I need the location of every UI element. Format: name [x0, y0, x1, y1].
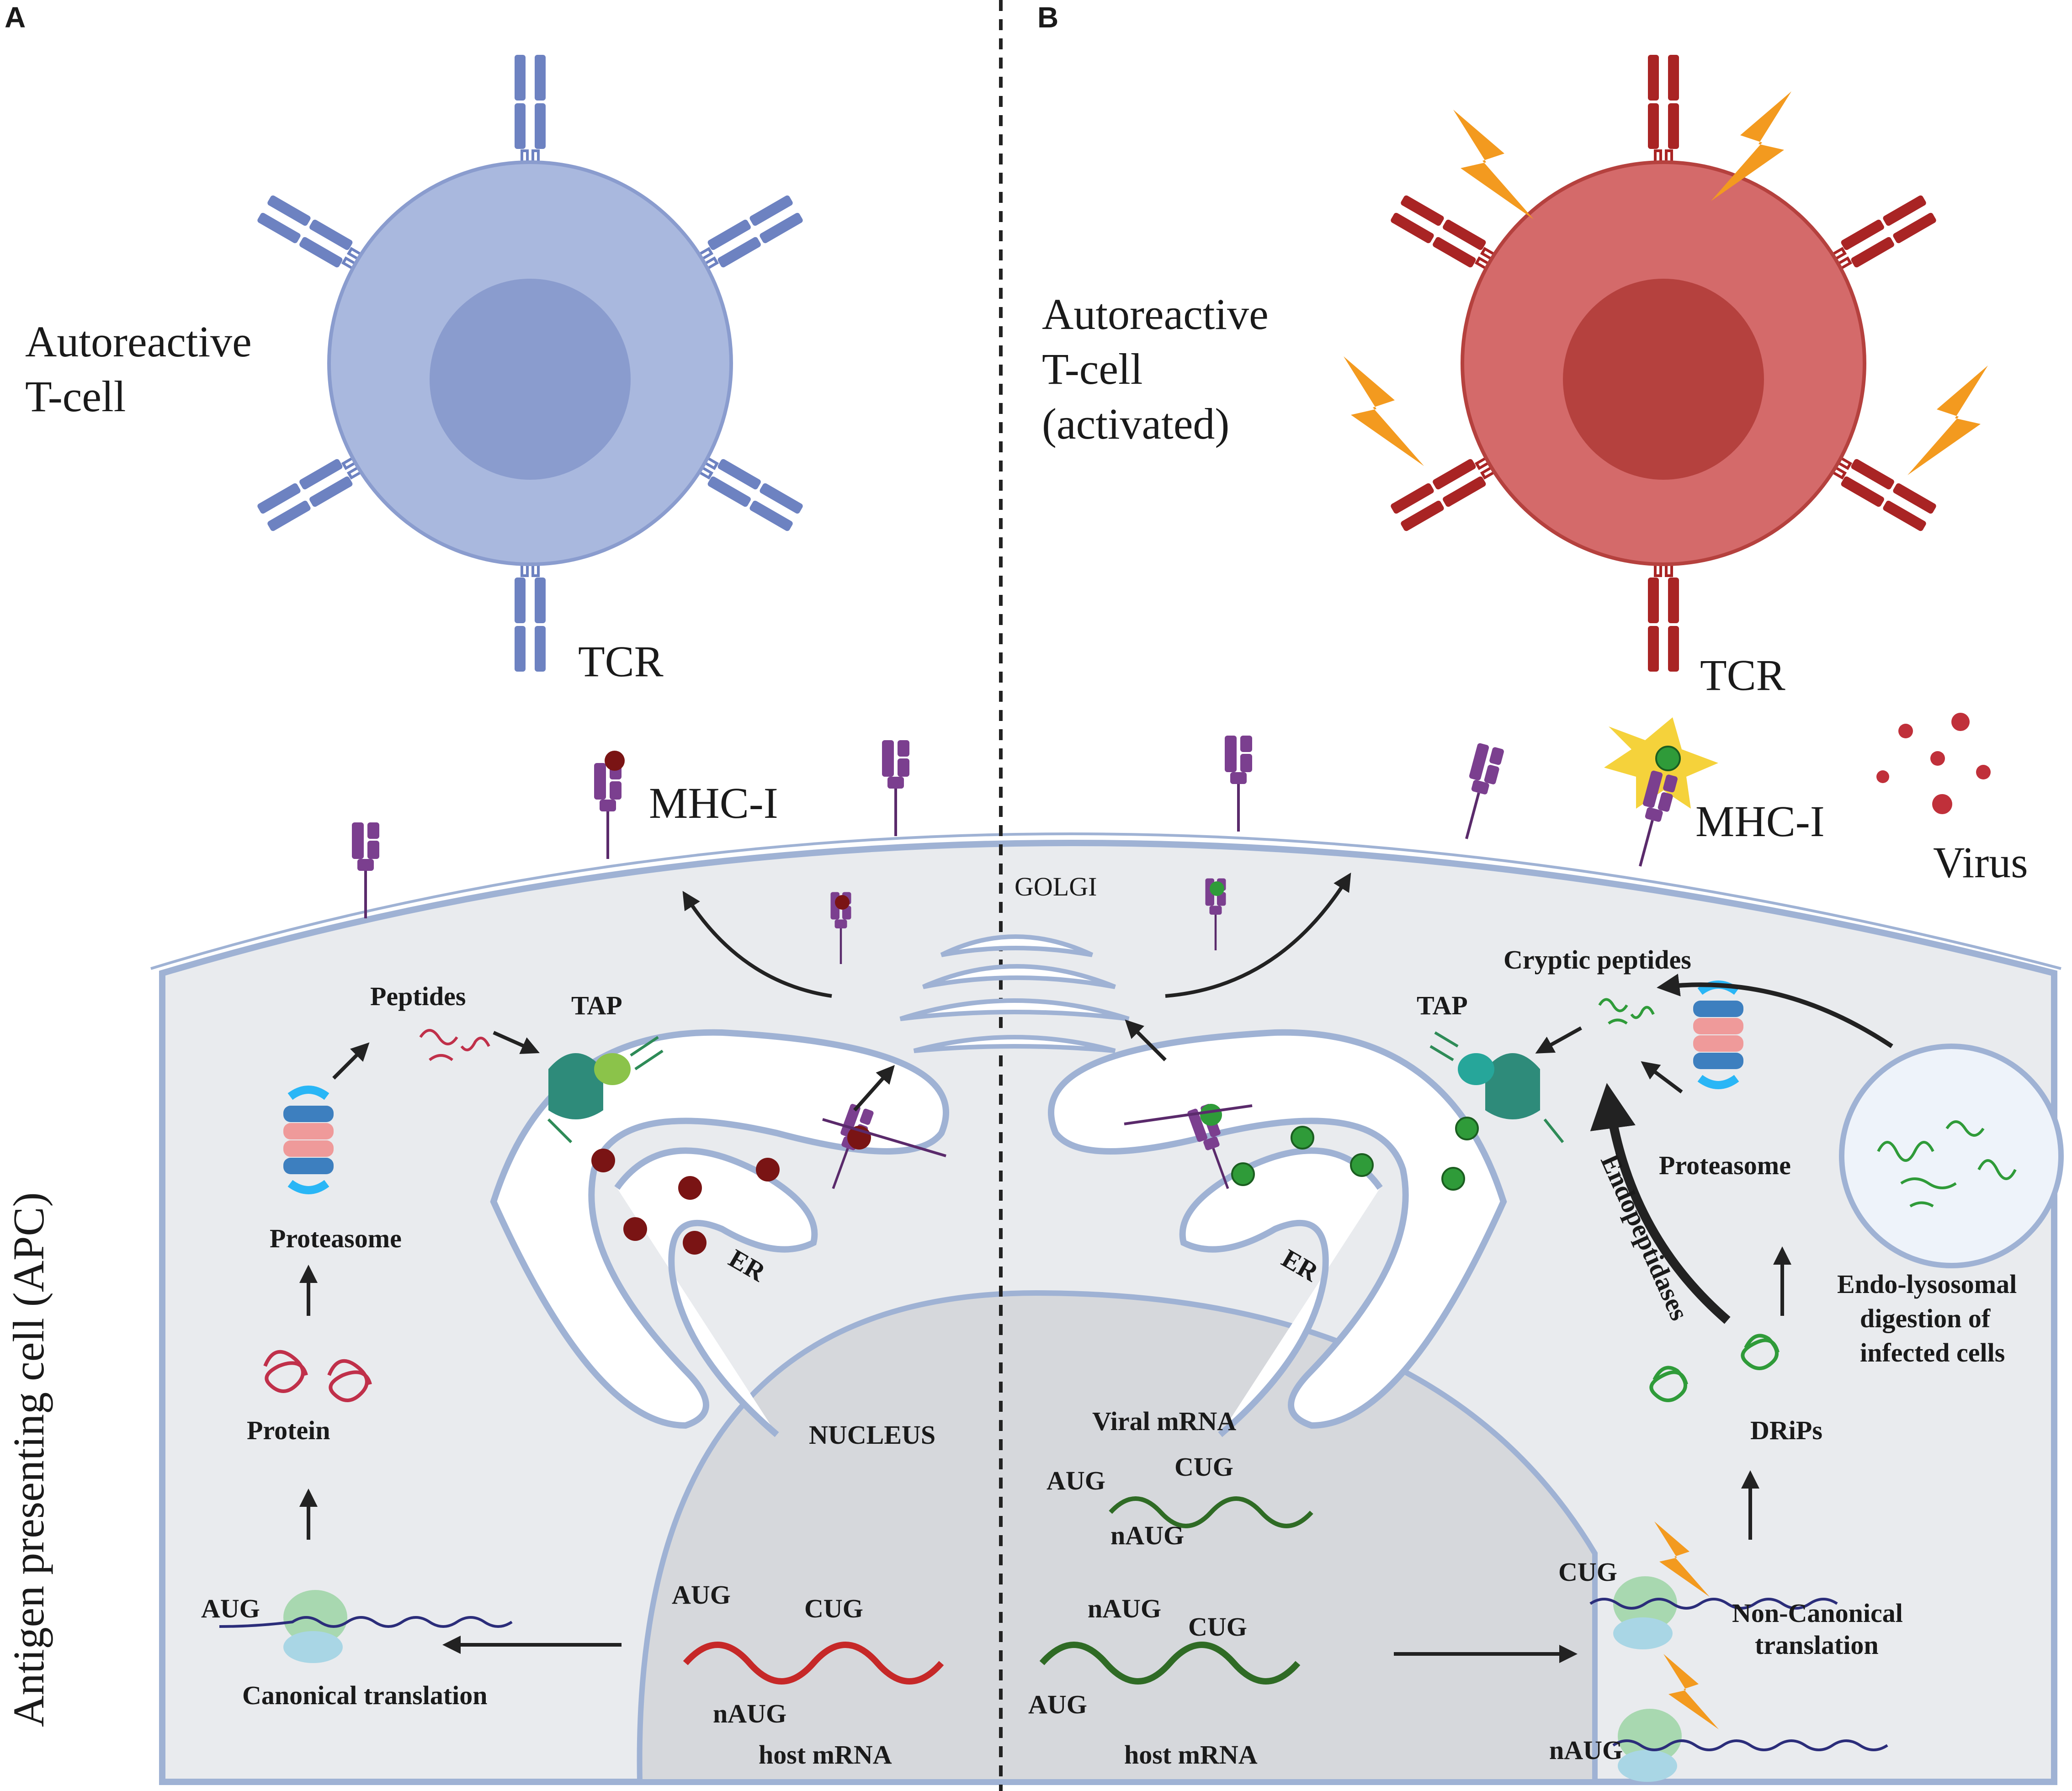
host-mrna-right [1039, 1642, 1301, 1685]
right-ribosome-bottom [1618, 1709, 1682, 1782]
right-mhc-label: MHC-I [1695, 797, 1825, 846]
left-tcr-label: TCR [578, 637, 664, 686]
virus-particles [1876, 713, 1991, 814]
left-protein-label: Protein [247, 1415, 330, 1445]
right-tcr-label: TCR [1700, 651, 1785, 699]
left-proteasome-label: Proteasome [270, 1224, 402, 1253]
mhc-molecule [1225, 736, 1252, 832]
lightning-icon [1453, 110, 1534, 219]
host-mrna-label: host mRNA [759, 1740, 892, 1770]
tcell-activated [1390, 55, 1937, 672]
virus-label: Virus [1933, 838, 2028, 887]
mhc-molecule [1627, 770, 1678, 869]
left-mhc-label: MHC-I [649, 779, 778, 827]
canonical-label: Canonical translation [242, 1680, 488, 1710]
right-host-mrna-label: host mRNA [1124, 1740, 1258, 1770]
left-peptides-label: Peptides [370, 981, 466, 1011]
golgi-label: GOLGI [1015, 872, 1097, 901]
er-left [490, 1029, 949, 1437]
mhc-molecule [882, 740, 909, 836]
host-naug-label: nAUG [713, 1699, 786, 1728]
left-peptides [419, 1029, 490, 1061]
left-tap-label: TAP [571, 991, 622, 1020]
host-aug-label: AUG [672, 1580, 731, 1610]
er-right [1048, 1029, 1507, 1437]
drips [1649, 1334, 1780, 1402]
lightning-icon [1907, 366, 1988, 475]
panel-b-label: B [1037, 1, 1058, 34]
endolysosome [1839, 1044, 2064, 1268]
left-tap [547, 1036, 664, 1144]
right-host-cug-label: CUG [1188, 1612, 1247, 1642]
apc-side-label: Antigen presenting cell (APC) [4, 1192, 53, 1727]
apc-membrane [150, 832, 2061, 970]
panel-a-label: A [5, 1, 26, 34]
cryptic-label: Cryptic peptides [1504, 945, 1691, 975]
viral-mrna [1109, 1496, 1313, 1528]
lightning-icon [1344, 356, 1424, 466]
viral-naug-label: nAUG [1110, 1521, 1184, 1550]
viral-mrna-label: Viral mRNA [1092, 1406, 1236, 1436]
host-mrna-left [683, 1642, 944, 1685]
right-host-naug-label: nAUG [1088, 1594, 1161, 1623]
right-tap-label: TAP [1417, 991, 1468, 1020]
mhc-molecule [1453, 742, 1504, 842]
viral-aug-label: AUG [1047, 1466, 1105, 1495]
right-host-aug-label: AUG [1028, 1690, 1087, 1719]
golgi [899, 934, 1130, 1053]
right-naug-label: nAUG [1549, 1735, 1623, 1765]
right-cug-label: CUG [1558, 1557, 1617, 1587]
right-ribosome-top [1613, 1576, 1677, 1649]
cryptic-peptides [1598, 998, 1655, 1025]
left-protein [263, 1350, 372, 1402]
host-cug-label: CUG [804, 1594, 863, 1623]
drips-label: DRiPs [1750, 1415, 1822, 1445]
mhc-molecule [352, 822, 379, 918]
tcell-resting [256, 55, 804, 672]
right-proteasome-label: Proteasome [1659, 1150, 1791, 1180]
left-aug-label: AUG [201, 1594, 260, 1623]
mhc-molecule [594, 763, 622, 859]
viral-cug-label: CUG [1174, 1452, 1233, 1482]
nucleus-label: NUCLEUS [809, 1420, 935, 1450]
right-tap [1429, 1031, 1564, 1143]
